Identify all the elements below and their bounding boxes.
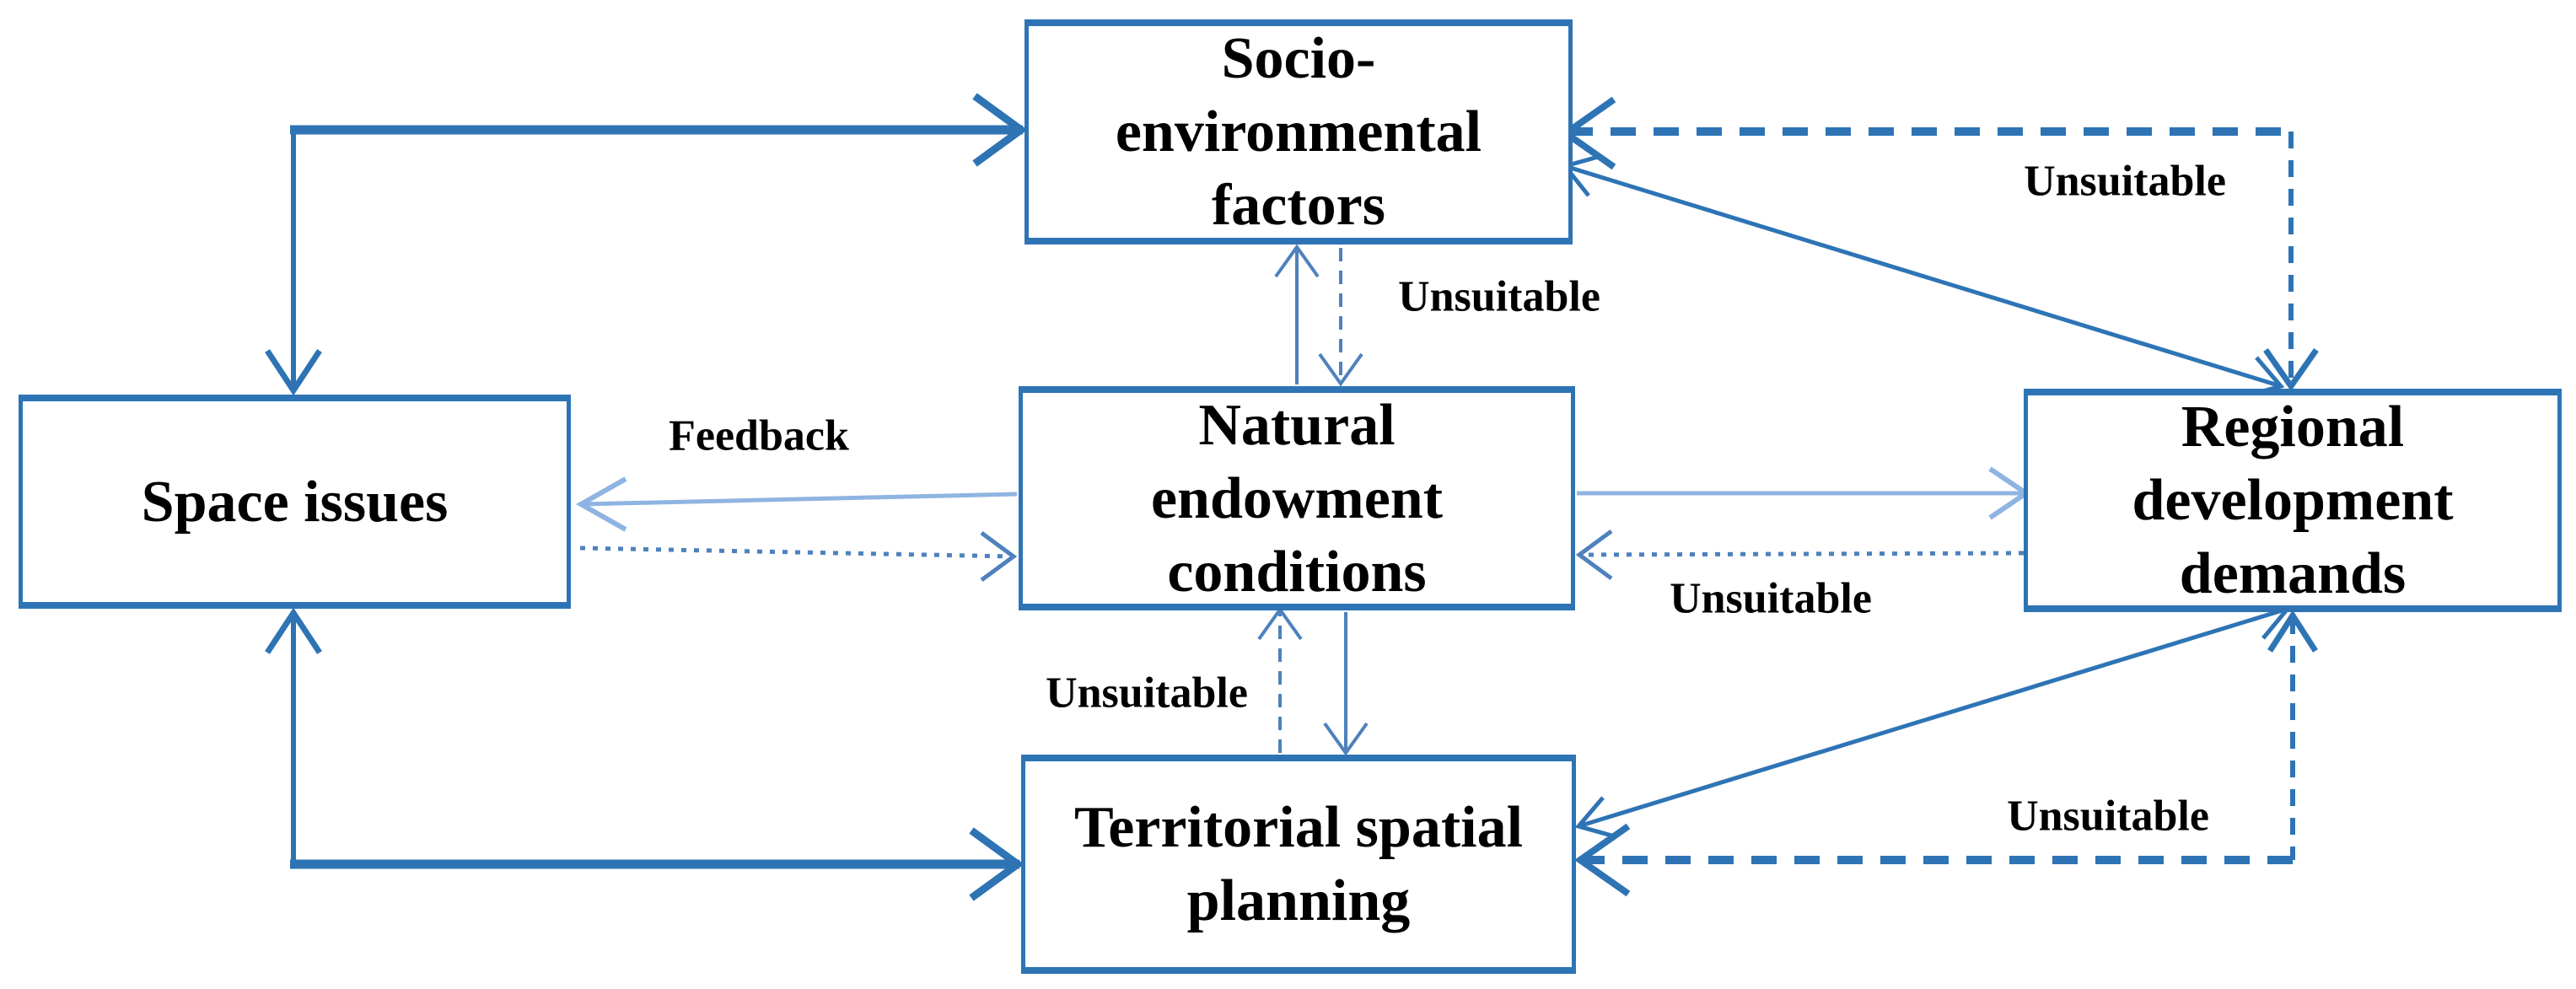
edge-space-socio-elbow (265, 93, 1028, 396)
node-socio-label: Socio- environmental factors (1115, 26, 1482, 238)
node-space-issues: Space issues (19, 395, 571, 609)
node-natural-label: Natural endowment conditions (1150, 392, 1444, 605)
node-territorial-label: Territorial spatial planning (1073, 795, 1524, 933)
edge-label-unsuitable-socio-natural: Unsuitable (1398, 272, 1600, 321)
arrowhead-up-into-regional (2267, 610, 2318, 653)
edge-label-feedback: Feedback (669, 411, 849, 460)
edge-space-territorial-elbow (265, 607, 1024, 901)
edge-label-unsuitable-regional-socio: Unsuitable (2024, 157, 2226, 206)
edge-territorial-natural-dashed (1257, 606, 1303, 753)
node-socio-environmental-factors: Socio- environmental factors (1024, 19, 1573, 245)
node-natural-endowment-conditions: Natural endowment conditions (1019, 386, 1575, 610)
edge-label-unsuitable-regional-territorial: Unsuitable (2007, 792, 2209, 841)
node-regional-development-demands: Regional development demands (2024, 389, 2562, 612)
node-territorial-spatial-planning: Territorial spatial planning (1021, 755, 1576, 974)
edge-label-unsuitable-natural-territorial: Unsuitable (1046, 669, 1248, 718)
edge-natural-regional-solid (1577, 466, 2031, 520)
edge-socio-natural-dashed (1318, 248, 1363, 387)
edge-natural-space-feedback (575, 476, 1018, 532)
edge-regional-socio-dashed-elbow (1560, 96, 2319, 392)
arrowhead-down-into-natural (1318, 352, 1363, 387)
arrowhead-downleft-into-territorial (1574, 796, 1616, 839)
arrowhead-up-into-space (265, 607, 322, 654)
edge-space-natural-dotted (579, 530, 1018, 583)
edge-natural-socio-solid (1274, 244, 1320, 384)
arrowhead-up-into-socio (1274, 244, 1320, 278)
node-regional-label: Regional development demands (2132, 395, 2454, 606)
arrowhead-left-into-natural (1575, 529, 1613, 581)
arrowhead-right-into-territorial (969, 827, 1024, 901)
arrowhead-down-into-regional (2263, 347, 2319, 392)
node-space-label: Space issues (141, 469, 449, 535)
arrowhead-right-into-natural (980, 530, 1018, 583)
edge-label-unsuitable-regional-natural: Unsuitable (1670, 574, 1872, 623)
arrowhead-left-into-space (575, 476, 627, 532)
arrowhead-down-into-space (265, 349, 322, 396)
arrowhead-down-into-territorial (1323, 722, 1369, 756)
arrowhead-right-into-socio (972, 93, 1028, 167)
edge-regional-territorial-dashed-elbow (1574, 610, 2318, 897)
edge-regional-natural-dotted (1575, 529, 2025, 581)
edge-natural-territorial-solid (1323, 612, 1369, 756)
arrowhead-left-into-territorial (1574, 823, 1631, 897)
